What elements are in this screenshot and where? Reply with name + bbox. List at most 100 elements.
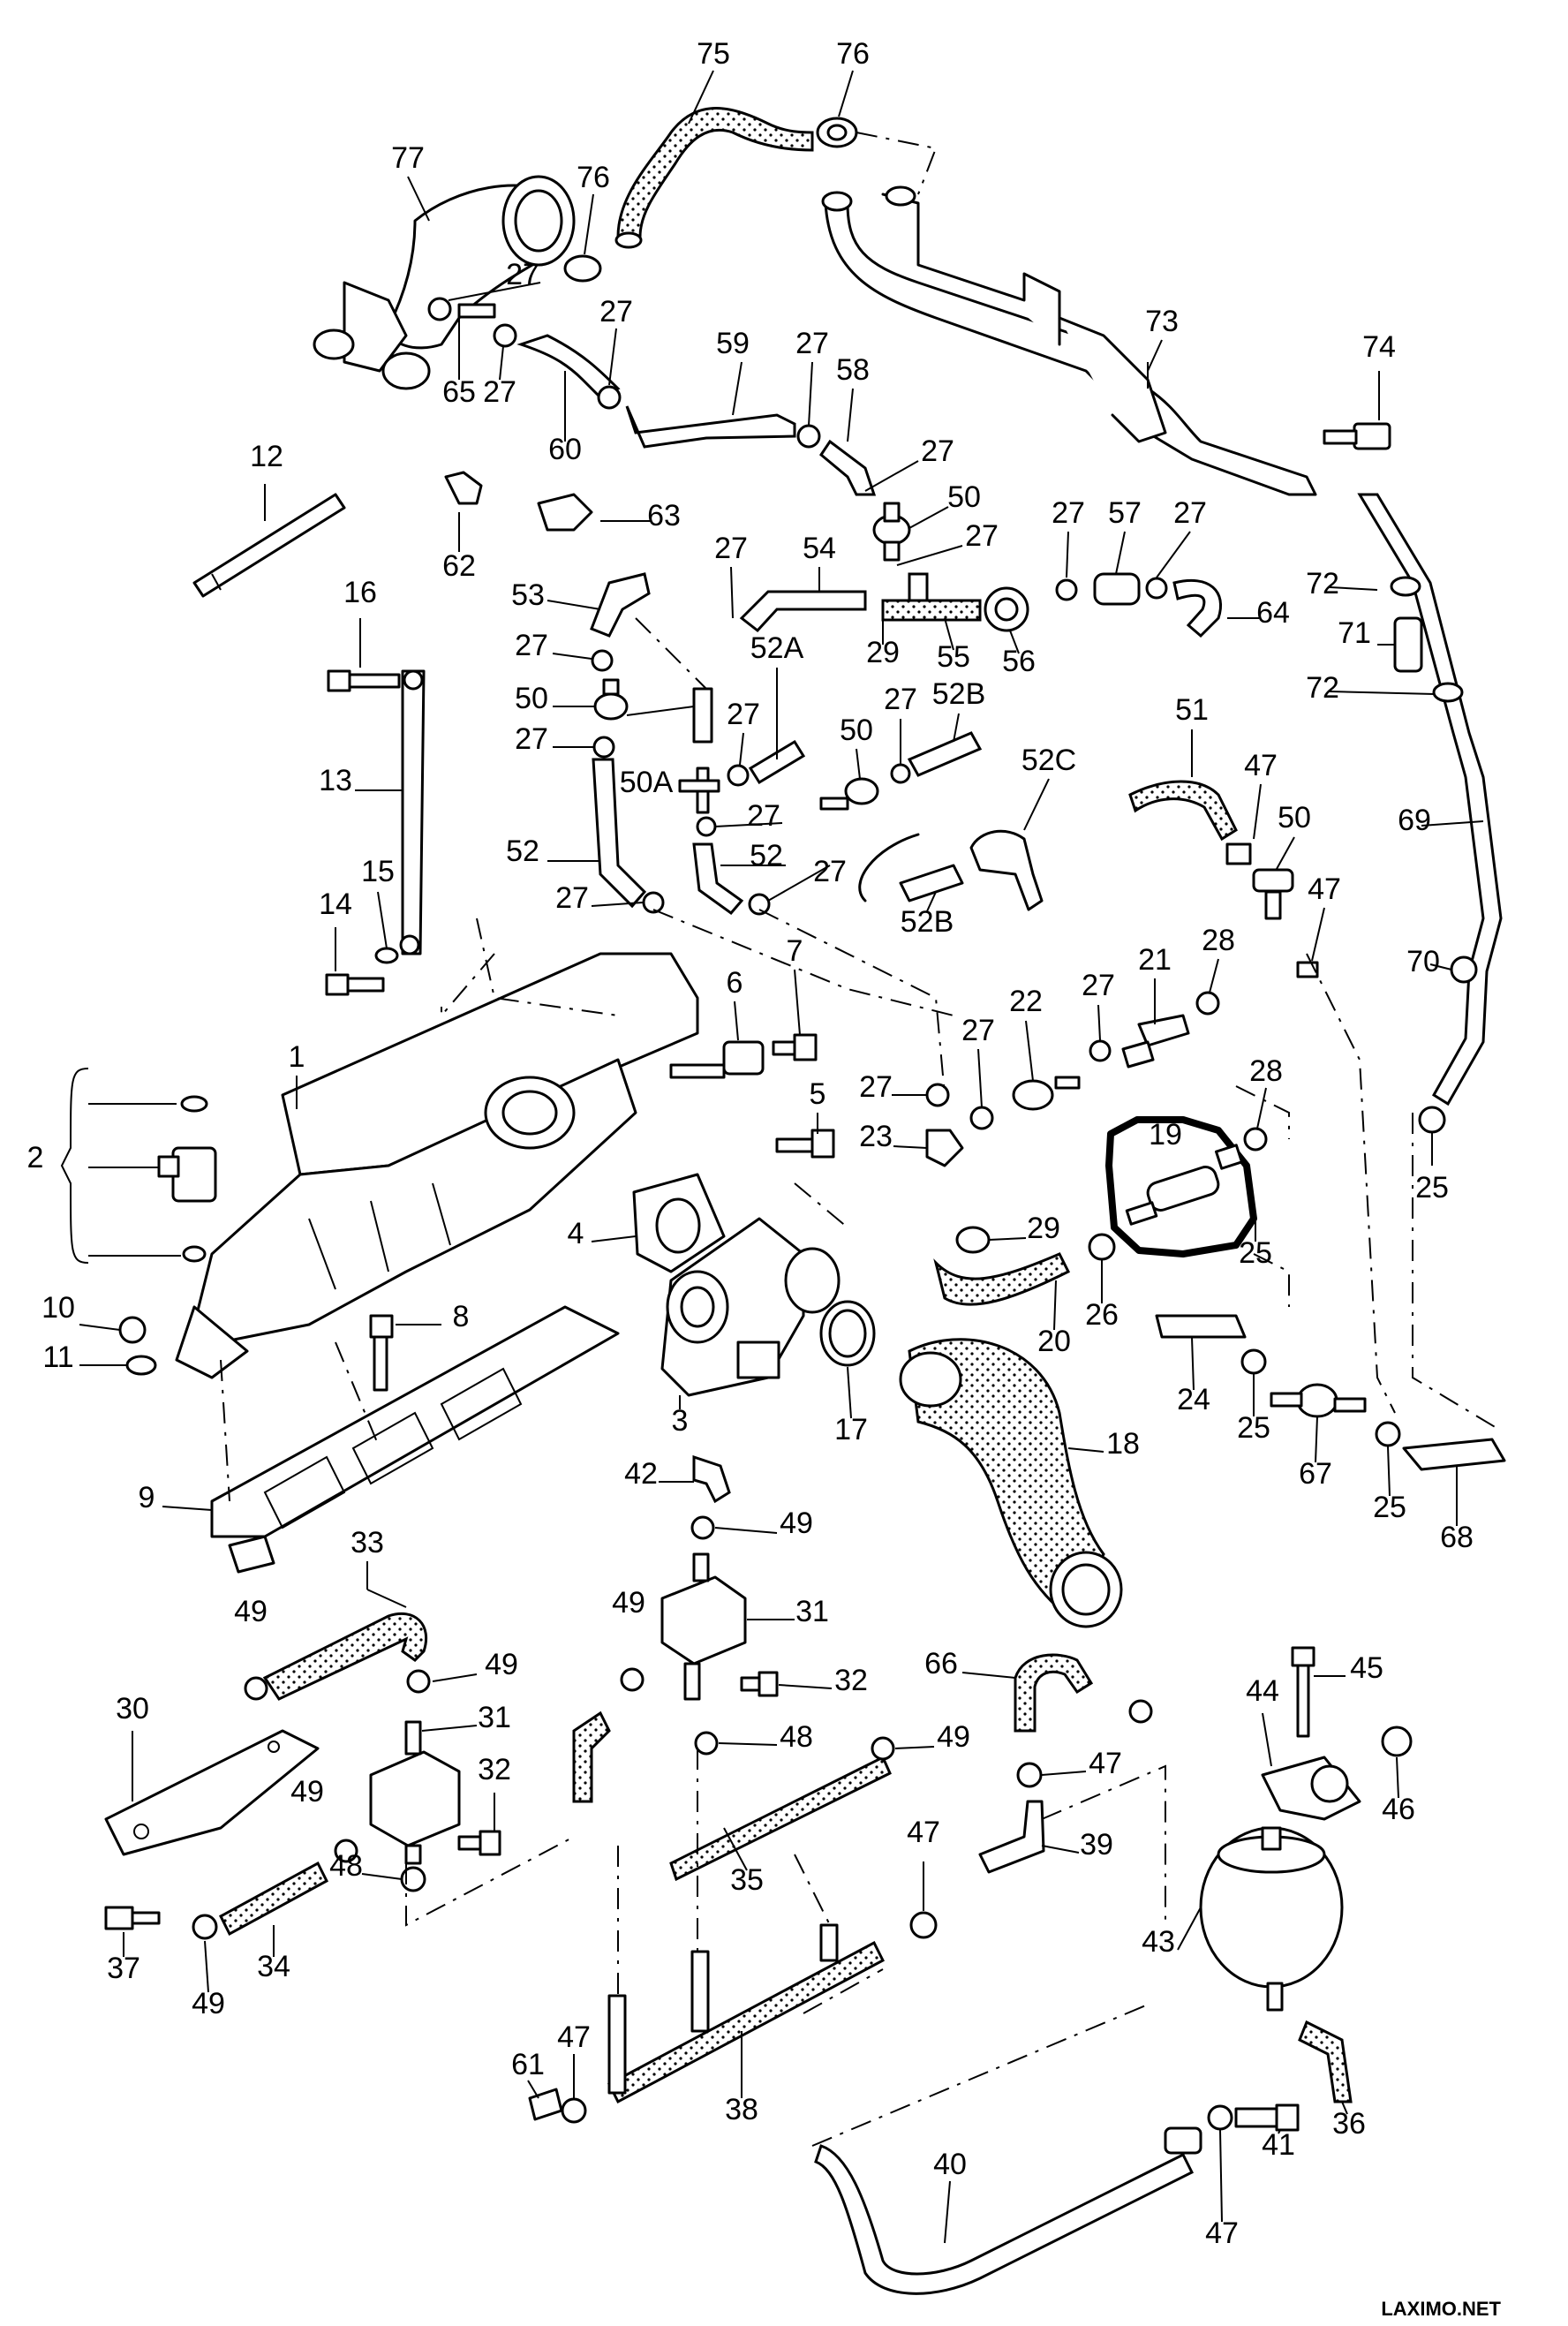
callout-32: 32 xyxy=(478,1753,511,1786)
washer-11 xyxy=(125,1355,157,1376)
callout-67: 67 xyxy=(1299,1457,1332,1491)
callout-72: 72 xyxy=(1306,567,1339,600)
valve-31-right xyxy=(660,1552,747,1701)
vacuum-reservoir-43 xyxy=(1199,1826,1344,2012)
callout-27: 27 xyxy=(515,722,548,756)
fuel-filter-19 xyxy=(1105,1116,1268,1257)
callout-41: 41 xyxy=(1262,2128,1295,2162)
bolt-74 xyxy=(1323,422,1391,450)
clip-9-lower xyxy=(228,1535,275,1574)
callout-46: 46 xyxy=(1382,1793,1415,1826)
clamp-25-lower xyxy=(1375,1421,1401,1447)
callout-27: 27 xyxy=(1082,969,1115,1002)
bracket-pipe-73 xyxy=(821,185,1317,496)
intake-hose-18 xyxy=(899,1338,1123,1628)
valve-52c xyxy=(858,829,1044,911)
fitting-65 xyxy=(427,297,517,348)
callout-3: 3 xyxy=(672,1404,689,1438)
clamp-25-mid xyxy=(1240,1348,1267,1375)
callout-25: 25 xyxy=(1239,1236,1272,1270)
callout-36: 36 xyxy=(1332,2107,1366,2141)
valve-50-mid xyxy=(819,777,879,811)
callout-44: 44 xyxy=(1246,1674,1279,1708)
clamp-56 xyxy=(984,586,1029,632)
callout-18: 18 xyxy=(1106,1427,1140,1461)
callout-8: 8 xyxy=(453,1300,470,1333)
callout-49: 49 xyxy=(485,1648,518,1681)
hose-54 xyxy=(739,590,867,633)
hose-33 xyxy=(262,1612,428,1701)
intake-manifold-1 xyxy=(175,952,699,1379)
callout-62: 62 xyxy=(442,549,476,583)
callout-27: 27 xyxy=(859,1070,893,1104)
clamp-47-39 xyxy=(909,1911,938,1939)
clamp-27-mid-3 xyxy=(748,893,771,916)
clamp-27-r xyxy=(1089,1039,1112,1062)
callout-52a: 52A xyxy=(750,631,804,665)
callout-77: 77 xyxy=(391,141,425,175)
callout-23: 23 xyxy=(859,1120,893,1153)
callout-54: 54 xyxy=(803,532,836,565)
clamp-47-66 xyxy=(1128,1699,1153,1724)
callout-28: 28 xyxy=(1202,924,1235,957)
hose-52b-upper xyxy=(890,731,983,784)
clamp-49-34b xyxy=(334,1839,358,1863)
valve-50-left xyxy=(593,678,629,721)
clamp-17 xyxy=(819,1300,876,1367)
clamp-49-34 xyxy=(192,1914,218,1940)
callout-52c: 52C xyxy=(1021,744,1076,777)
callout-20: 20 xyxy=(1037,1325,1071,1358)
callout-12: 12 xyxy=(250,440,283,473)
gasket-4 xyxy=(632,1173,726,1273)
callout-51: 51 xyxy=(1175,693,1209,727)
callout-47: 47 xyxy=(557,2020,591,2054)
fuel-injector-2 xyxy=(157,1095,217,1263)
callout-27: 27 xyxy=(714,532,748,565)
valve-57 xyxy=(1055,572,1168,606)
tee-50a xyxy=(678,687,720,814)
callout-49: 49 xyxy=(780,1507,813,1540)
callout-75: 75 xyxy=(697,37,730,71)
callout-70: 70 xyxy=(1406,945,1440,978)
gasket-9 xyxy=(210,1305,620,1538)
clip-62 xyxy=(444,471,483,505)
callout-66: 66 xyxy=(924,1647,958,1680)
callout-47: 47 xyxy=(1308,872,1341,906)
callout-61: 61 xyxy=(511,2048,545,2081)
bracket-44 xyxy=(1261,1756,1361,1821)
clamp-49-33b xyxy=(406,1669,431,1694)
callout-74: 74 xyxy=(1362,330,1396,364)
clamp-26 xyxy=(1088,1233,1116,1261)
clamp-48-right xyxy=(694,1731,719,1756)
bracket-30 xyxy=(104,1729,320,1856)
hose-36 xyxy=(1298,2020,1353,2103)
callout-45: 45 xyxy=(1350,1651,1383,1685)
callout-50: 50 xyxy=(1278,801,1311,834)
clamp-27-mid xyxy=(727,764,750,787)
bolt-8 xyxy=(369,1314,394,1392)
callout-76: 76 xyxy=(577,161,610,194)
clamp-49-upper xyxy=(690,1515,715,1540)
hose-34 xyxy=(219,1861,328,1937)
callout-25: 25 xyxy=(1373,1491,1406,1524)
clamp-28 xyxy=(1195,991,1220,1016)
callout-27: 27 xyxy=(813,855,847,888)
bolt-14 xyxy=(325,973,385,996)
washer-15 xyxy=(374,947,399,964)
hose-24 xyxy=(1155,1314,1247,1339)
hose-21 xyxy=(1121,1014,1190,1069)
clamp-47-41 xyxy=(1207,2104,1233,2131)
callout-53: 53 xyxy=(511,578,545,612)
callout-30: 30 xyxy=(116,1692,149,1726)
hose-20 xyxy=(933,1252,1071,1306)
callout-5: 5 xyxy=(810,1077,826,1111)
callout-50: 50 xyxy=(515,682,548,715)
hose-58 xyxy=(819,439,877,496)
callout-7: 7 xyxy=(787,934,803,968)
callout-27: 27 xyxy=(921,434,954,468)
clamp-27-r3 xyxy=(925,1083,950,1107)
callout-48: 48 xyxy=(329,1849,363,1883)
callout-13: 13 xyxy=(319,764,352,797)
throttle-body-3 xyxy=(660,1217,841,1397)
